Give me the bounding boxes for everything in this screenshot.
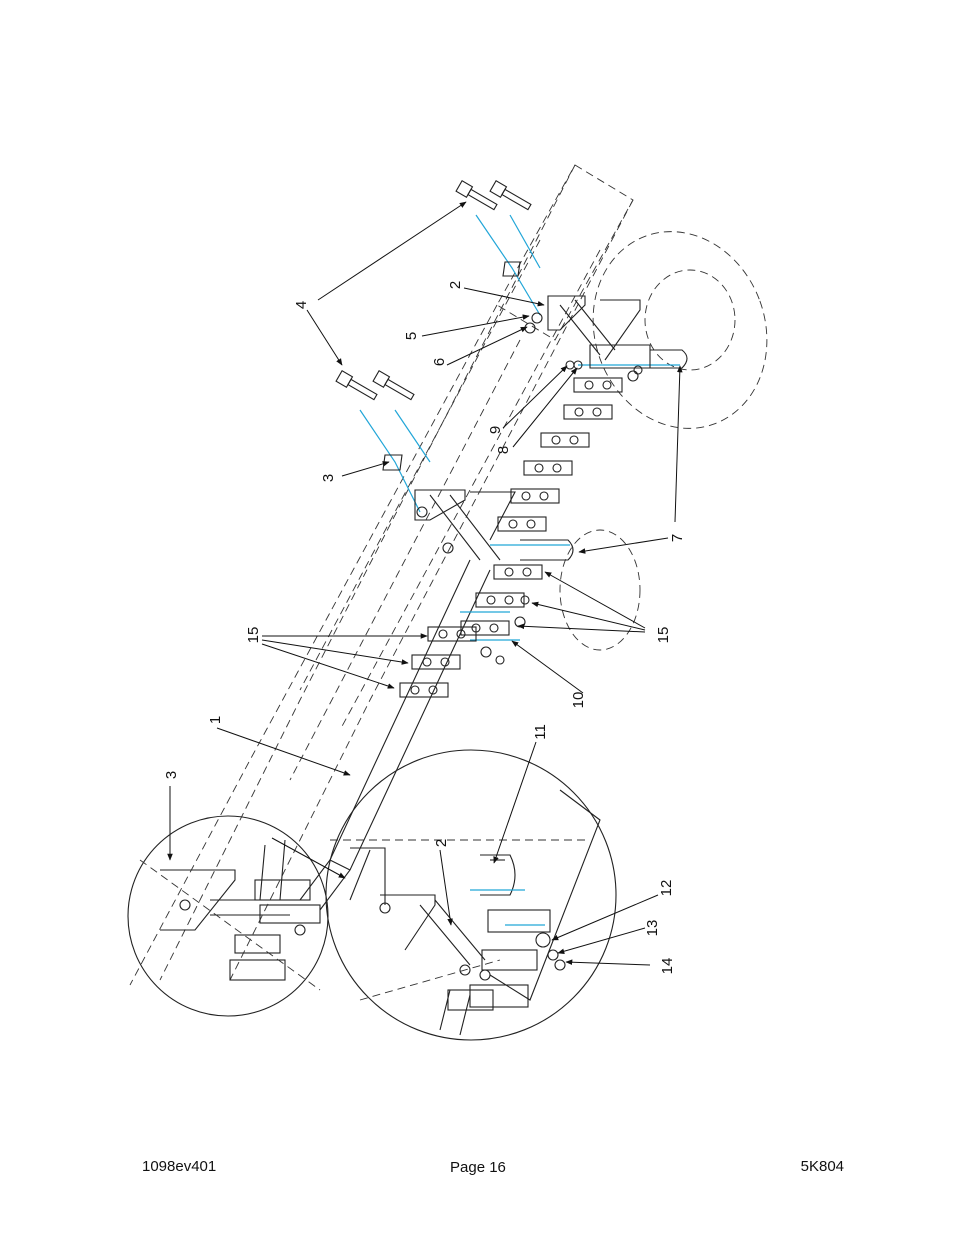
callout-8: 8 — [495, 446, 512, 454]
callout-3: 3 — [163, 771, 180, 779]
callout-3: 3 — [320, 474, 337, 482]
phantom-frame — [129, 164, 768, 986]
callout-13: 13 — [644, 920, 661, 937]
callout-12: 12 — [658, 880, 675, 897]
callout-1: 1 — [207, 716, 224, 724]
callout-7: 7 — [669, 534, 686, 542]
callout-6: 6 — [431, 358, 448, 366]
document-code: 1098ev401 — [142, 1158, 217, 1175]
detail-circle-large — [325, 749, 617, 1041]
centerlines — [359, 214, 680, 641]
bolts — [335, 180, 532, 401]
page-number: Page 16 — [450, 1159, 506, 1176]
part-number: 5K804 — [800, 1158, 844, 1175]
callout-2: 2 — [433, 839, 450, 847]
callout-4: 4 — [293, 301, 310, 309]
detail-circle-small — [127, 815, 329, 1017]
callout-labels: 4 2 5 6 9 8 3 7 15 15 10 1 11 3 2 12 13 … — [163, 281, 686, 975]
callout-5: 5 — [403, 332, 420, 340]
callout-15: 15 — [245, 627, 262, 644]
u-bolts — [520, 349, 688, 561]
callout-2: 2 — [447, 281, 464, 289]
callout-10: 10 — [570, 692, 587, 709]
callout-9: 9 — [487, 426, 504, 434]
callout-11: 11 — [532, 724, 549, 740]
clamp-plates — [399, 377, 623, 698]
callout-14: 14 — [659, 958, 676, 975]
upper-mount — [382, 261, 651, 561]
callout-15: 15 — [655, 627, 672, 644]
leader-lines — [167, 201, 683, 966]
